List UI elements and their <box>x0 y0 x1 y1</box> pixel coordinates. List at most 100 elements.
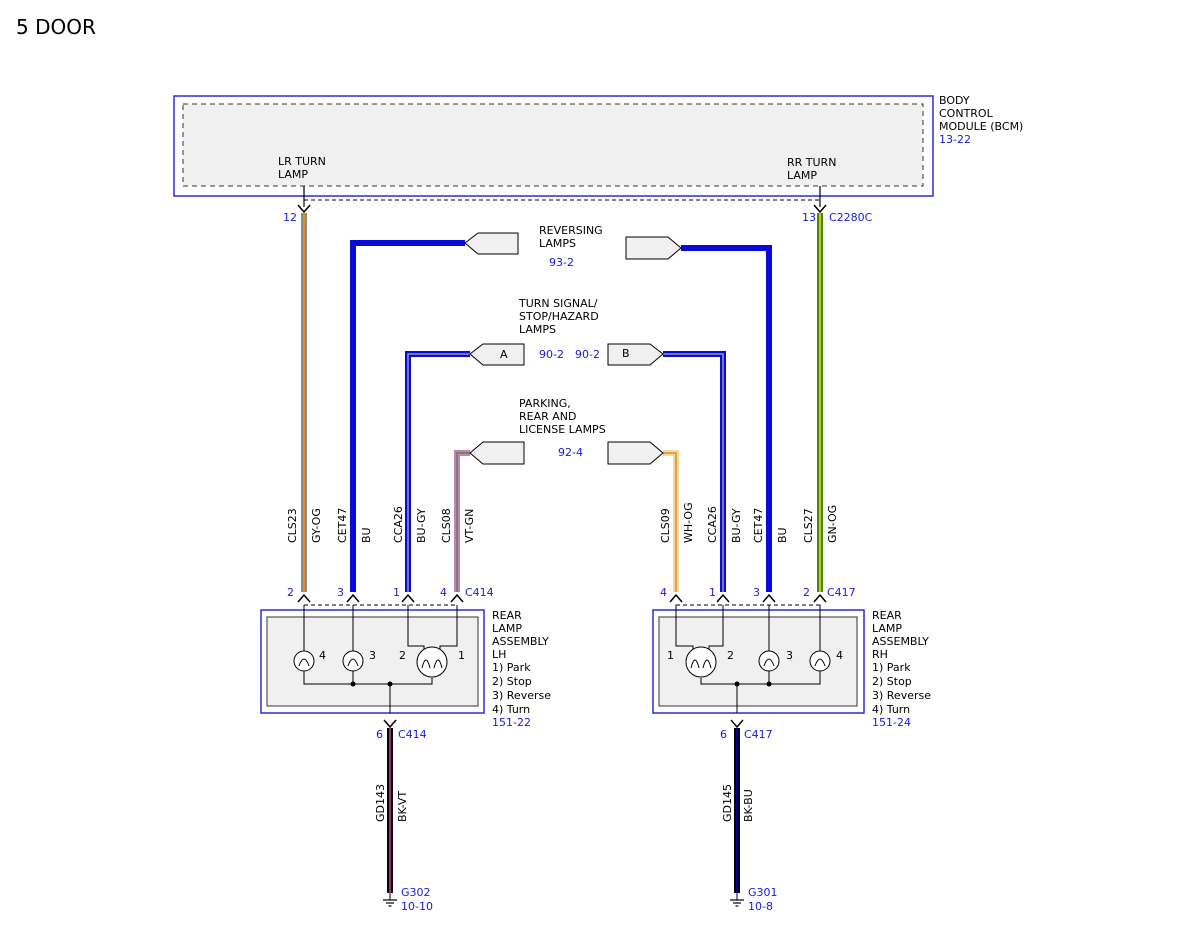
lh-function-3: 3) Reverse <box>492 689 551 702</box>
rh-function-1: 1) Park <box>872 661 911 674</box>
rh-label-1: REAR <box>872 609 902 622</box>
lh-label-1: REAR <box>492 609 522 622</box>
rh-bulb-pin-2: 2 <box>727 649 734 662</box>
rh-ground-pin: 6 <box>720 728 727 741</box>
lr-turn-label-2: LAMP <box>278 168 308 181</box>
rh-label-2: LAMP <box>872 622 902 635</box>
lh-pin-1: 1 <box>393 586 400 599</box>
wire-label-gd145-id: GD145 <box>721 784 734 822</box>
turn-label-1: TURN SIGNAL/ <box>518 297 598 310</box>
rh-bulb-pin-3: 3 <box>786 649 793 662</box>
reversing-label-1: REVERSING <box>539 224 603 237</box>
lh-connector-arrows <box>297 593 464 606</box>
lh-function-4: 4) Turn <box>492 703 530 716</box>
rh-function-4: 4) Turn <box>872 703 910 716</box>
rh-label-4: RH <box>872 648 888 661</box>
parking-label-2: REAR AND <box>519 410 576 423</box>
rh-ground-connector-arrow-icon <box>730 719 744 729</box>
rh-pin-3: 3 <box>753 586 760 599</box>
rh-dual-bulb-icon <box>685 646 717 678</box>
lr-connector-arrow-icon <box>297 204 311 214</box>
lh-bulb-pin-1: 1 <box>458 649 465 662</box>
rh-ground-ref[interactable]: 10-8 <box>748 900 773 913</box>
turn-tag-b: B <box>622 347 630 360</box>
rh-reverse-bulb-icon <box>758 650 780 672</box>
lh-label-4: LH <box>492 648 506 661</box>
rh-bulb-pin-1: 1 <box>667 649 674 662</box>
wire-label-cca26-color: BU-GY <box>415 508 428 543</box>
rr-turn-label-2: LAMP <box>787 169 817 182</box>
lh-ground-ref[interactable]: 10-10 <box>401 900 433 913</box>
reversing-ref[interactable]: 93-2 <box>549 256 574 269</box>
lr-turn-label-1: LR TURN <box>278 155 326 168</box>
lh-label-3: ASSEMBLY <box>492 635 549 648</box>
wire-label-cls27-color: GN-OG <box>826 505 839 543</box>
rh-pin-1: 1 <box>709 586 716 599</box>
parking-label-1: PARKING, <box>519 397 571 410</box>
wire-label-cls09-color: WH-OG <box>682 502 695 543</box>
reversing-tag-left <box>464 232 519 255</box>
rh-ref-link[interactable]: 151-24 <box>872 716 911 729</box>
rh-ground-icon <box>730 893 744 907</box>
rh-connector-arrows <box>669 593 827 606</box>
rh-connector-id[interactable]: C417 <box>827 586 856 599</box>
lh-ground-connector-id[interactable]: C414 <box>398 728 427 741</box>
bcm-ref-link[interactable]: 13-22 <box>939 133 971 146</box>
rh-function-3: 3) Reverse <box>872 689 931 702</box>
lh-ref-link[interactable]: 151-22 <box>492 716 531 729</box>
lh-reverse-bulb-icon <box>342 650 364 672</box>
lh-pin-2: 2 <box>287 586 294 599</box>
rh-turn-bulb-icon <box>809 650 831 672</box>
bcm-label-line-2: CONTROL <box>939 107 994 120</box>
wire-label-cls23-id: CLS23 <box>286 508 299 543</box>
lh-ground-id: G302 <box>401 886 431 899</box>
rh-ground-connector-id[interactable]: C417 <box>744 728 773 741</box>
wire-label-gd143-color: BK-VT <box>396 791 409 822</box>
rh-label-3: ASSEMBLY <box>872 635 929 648</box>
bcm-label-line-1: BODY <box>939 94 970 107</box>
turn-label-3: LAMPS <box>519 323 556 336</box>
turn-tag-right <box>607 343 664 366</box>
wire-cet47-right <box>681 245 772 592</box>
turn-label-2: STOP/HAZARD <box>519 310 599 323</box>
rh-function-2: 2) Stop <box>872 675 912 688</box>
wire-label-cls09-id: CLS09 <box>659 508 672 543</box>
bcm-rr-pin: 13 <box>802 211 816 224</box>
rh-pin-4: 4 <box>660 586 667 599</box>
wire-label-cet47r-id: CET47 <box>752 508 765 543</box>
lh-function-1: 1) Park <box>492 661 531 674</box>
turn-tag-a: A <box>500 348 508 361</box>
bcm-lr-pin: 12 <box>283 211 297 224</box>
parking-tag-right <box>607 441 664 465</box>
lh-pin-3: 3 <box>337 586 344 599</box>
lh-bulb-pin-2: 2 <box>399 649 406 662</box>
lh-function-2: 2) Stop <box>492 675 532 688</box>
wire-label-gd143-id: GD143 <box>374 784 387 822</box>
wire-cls09 <box>663 450 679 592</box>
turn-ref-left[interactable]: 90-2 <box>539 348 564 361</box>
lh-ground-connector-arrow-icon <box>383 719 397 729</box>
wire-cet47-left <box>350 240 465 592</box>
wire-cls08 <box>454 450 470 592</box>
bcm-label-line-3: MODULE (BCM) <box>939 120 1023 133</box>
parking-ref[interactable]: 92-4 <box>558 446 583 459</box>
wire-label-cls23-color: GY-OG <box>310 508 323 543</box>
wire-cca26-right <box>663 351 726 592</box>
wire-label-cca26-id: CCA26 <box>392 506 405 543</box>
rh-lamp-assembly <box>652 605 865 714</box>
lh-label-2: LAMP <box>492 622 522 635</box>
rr-connector-arrow-icon <box>813 204 827 214</box>
lh-pin-4: 4 <box>440 586 447 599</box>
lh-dual-bulb-icon <box>416 646 448 678</box>
lh-bulb-pin-3: 3 <box>369 649 376 662</box>
bcm-connector-id[interactable]: C2280C <box>829 211 873 224</box>
rr-turn-label-1: RR TURN <box>787 156 836 169</box>
wire-cca26-left <box>405 351 470 592</box>
lh-turn-bulb-icon <box>293 650 315 672</box>
lh-connector-id[interactable]: C414 <box>465 586 494 599</box>
wire-label-cca26r-id: CCA26 <box>706 506 719 543</box>
turn-ref-right[interactable]: 90-2 <box>575 348 600 361</box>
wire-label-cet47r-color: BU <box>776 527 789 543</box>
wire-label-cet47-color: BU <box>360 527 373 543</box>
